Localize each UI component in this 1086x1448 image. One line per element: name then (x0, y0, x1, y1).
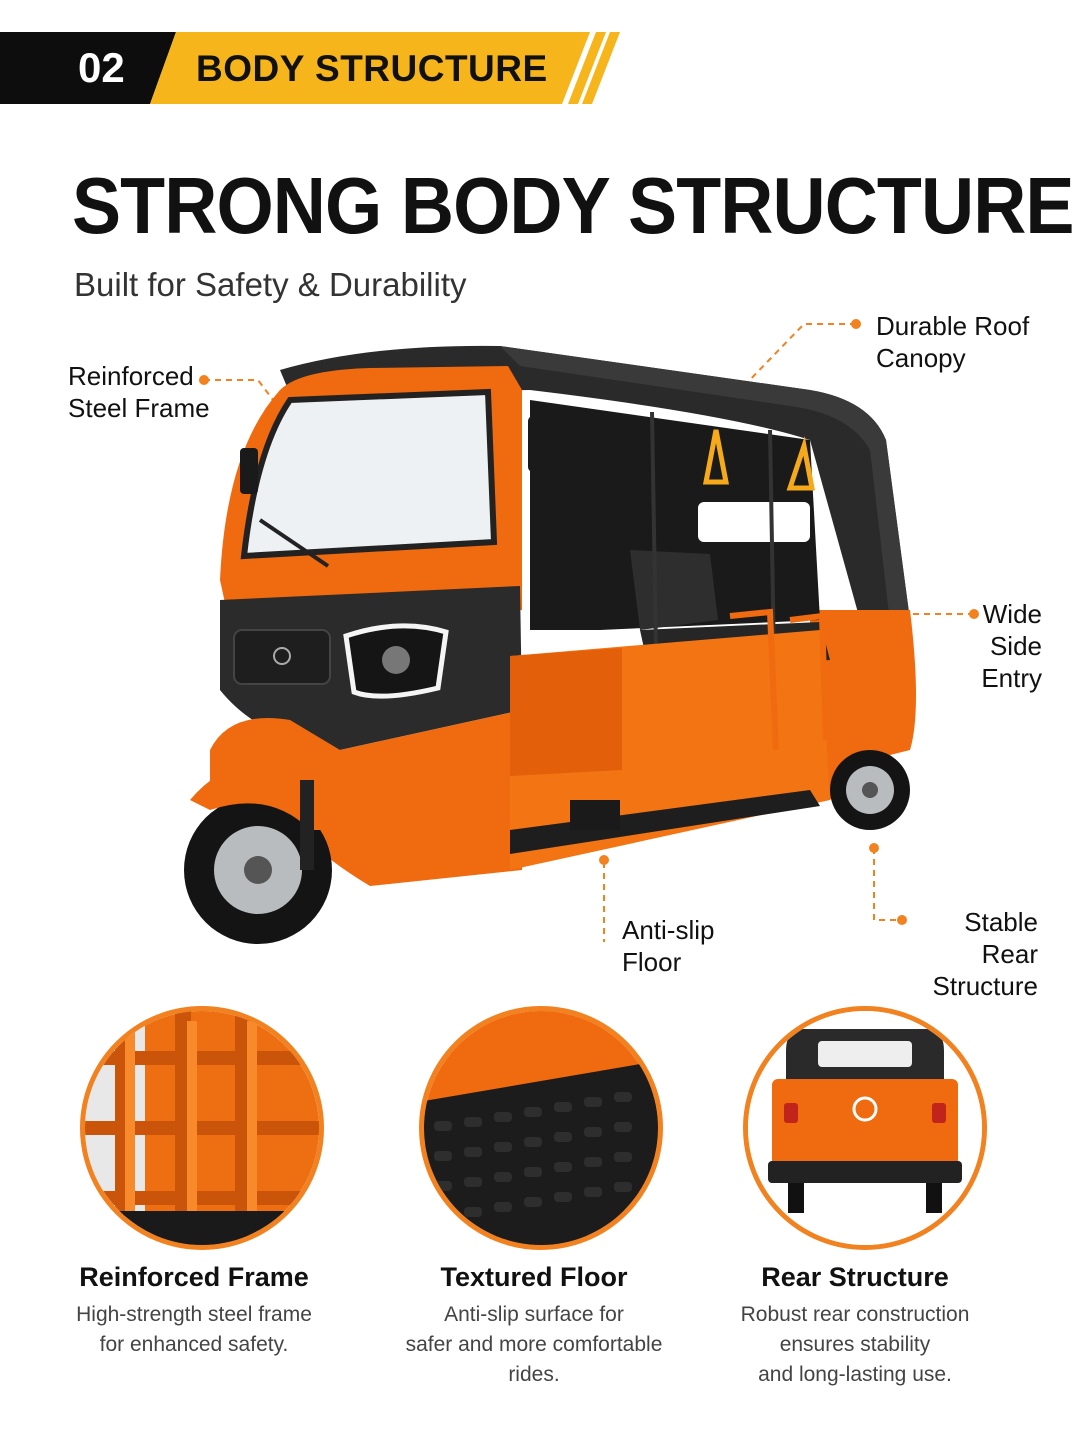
seat (630, 550, 718, 630)
front-mudguard (190, 760, 360, 830)
section-title: BODY STRUCTURE (196, 48, 548, 89)
rear-window (698, 502, 810, 542)
page-title: STRONG BODY STRUCTURE (72, 161, 1075, 250)
grab-handle (702, 429, 730, 485)
side-mirror (528, 416, 558, 472)
rear-wheel (830, 750, 910, 830)
callout-rear-line1: Stable Rear (964, 907, 1038, 969)
feature-floor-desc-line: safer and more comfortable (405, 1333, 663, 1356)
feature-frame-title: Reinforced Frame (79, 1262, 309, 1292)
section-header-band: 02 BODY STRUCTURE (0, 32, 620, 104)
header-band-shape (0, 32, 620, 104)
feature-frame-desc-line: High-strength steel frame (76, 1303, 312, 1326)
callout-rear-structure: Stable Rear Structure (918, 906, 1039, 1002)
feature-rear-desc-line: ensures stability (779, 1333, 931, 1356)
windshield (240, 388, 498, 560)
feature-frame-desc: High-strength steel frame for enhanced s… (34, 1300, 354, 1360)
side-rail (729, 608, 779, 751)
callout-entry-line2: Side Entry (981, 631, 1042, 693)
callout-anti-slip-floor: Anti-slip Floor (622, 914, 714, 978)
side-mirror (240, 448, 258, 494)
roof-canopy (280, 345, 910, 620)
textured-floor-icon (424, 1011, 658, 1245)
feature-frame-image (80, 1006, 324, 1250)
callout-rear-line2: Structure (932, 971, 1039, 1001)
feature-rear-desc-line: Robust rear construction (740, 1303, 970, 1326)
brand-logo (273, 647, 291, 665)
feature-floor-desc-line: rides. (508, 1363, 560, 1386)
page-subtitle: Built for Safety & Durability (74, 266, 467, 303)
feature-floor-desc: Anti-slip surface for safer and more com… (374, 1300, 694, 1390)
feature-floor-title: Textured Floor (440, 1262, 628, 1292)
callout-roof-line2: Canopy (876, 343, 966, 373)
callout-entry-line1: Wide (982, 599, 1042, 629)
callout-roof-canopy: Durable Roof Canopy (876, 310, 1029, 374)
auto-rickshaw-illustration (184, 345, 916, 944)
feature-rear-image (743, 1006, 987, 1250)
rear-view-icon (748, 1011, 982, 1245)
callout-roof-line1: Durable Roof (876, 311, 1030, 341)
wiper (258, 518, 330, 568)
callout-steel-frame-line2: Steel Frame (68, 393, 210, 423)
feature-rear-desc: Robust rear construction ensures stabili… (695, 1300, 1015, 1390)
feature-frame-desc-line: for enhanced safety. (99, 1333, 289, 1356)
callout-floor-line1: Anti-slip (622, 915, 715, 945)
feature-rear-desc-line: and long-lasting use. (758, 1363, 952, 1386)
front-wheel (184, 796, 332, 944)
feature-rear-title: Rear Structure (761, 1262, 949, 1292)
feature-floor-image (419, 1006, 663, 1250)
rear-body-panel (810, 610, 916, 800)
callout-steel-frame-line1: Reinforced (68, 361, 194, 391)
callout-side-entry: Wide Side Entry (930, 598, 1042, 694)
anti-slip-floor (510, 790, 820, 854)
front-suspension (300, 780, 314, 870)
grab-handle (786, 436, 816, 491)
steel-frame-icon (85, 1011, 319, 1245)
section-number: 02 (78, 44, 125, 91)
front-body (210, 710, 522, 886)
callout-steel-frame: Reinforced Steel Frame (68, 360, 210, 424)
callout-floor-line2: Floor (622, 947, 682, 977)
feature-floor-desc-line: Anti-slip surface for (444, 1303, 624, 1326)
grille (233, 629, 331, 685)
